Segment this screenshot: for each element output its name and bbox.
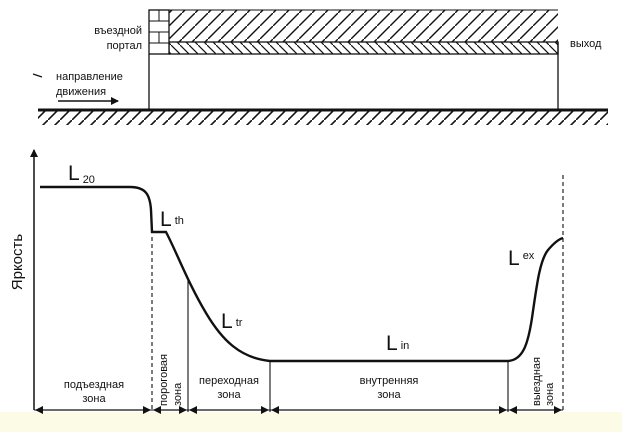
direction-label-1: направление — [56, 71, 123, 83]
tunnel-roof-hatch — [169, 10, 558, 42]
entry-portal-label-1: въездной — [94, 25, 142, 37]
zone-exit-label-1: выездная — [531, 357, 543, 406]
y-axis-label: Яркость — [9, 234, 26, 291]
zone-approach-label-2: зона — [82, 393, 106, 405]
bottom-strip — [0, 412, 622, 432]
exit-label: выход — [570, 38, 602, 50]
zone-approach-label-1: подъездная — [64, 379, 124, 391]
entry-portal-label-2: портал — [107, 40, 142, 52]
tunnel-roof-band — [168, 41, 559, 55]
zone-transition-label-2: зона — [217, 389, 241, 401]
zone-transition-label-1: переходная — [199, 375, 259, 387]
ground-hatch — [38, 111, 608, 125]
tunnel-schematic: въездной портал выход направление движен… — [32, 9, 608, 125]
zone-interior-label-2: зона — [377, 389, 401, 401]
luminance-curve — [40, 185, 564, 363]
direction-tick-mark — [32, 73, 43, 78]
direction-label-2: движения — [56, 86, 106, 98]
zone-threshold-label-1: пороговая — [158, 354, 170, 406]
zone-exit-label-2: зона — [544, 382, 556, 406]
zone-interior-label-1: внутренняя — [360, 375, 419, 387]
zone-threshold-label-2: зона — [172, 382, 184, 406]
entry-portal-block — [148, 9, 170, 55]
